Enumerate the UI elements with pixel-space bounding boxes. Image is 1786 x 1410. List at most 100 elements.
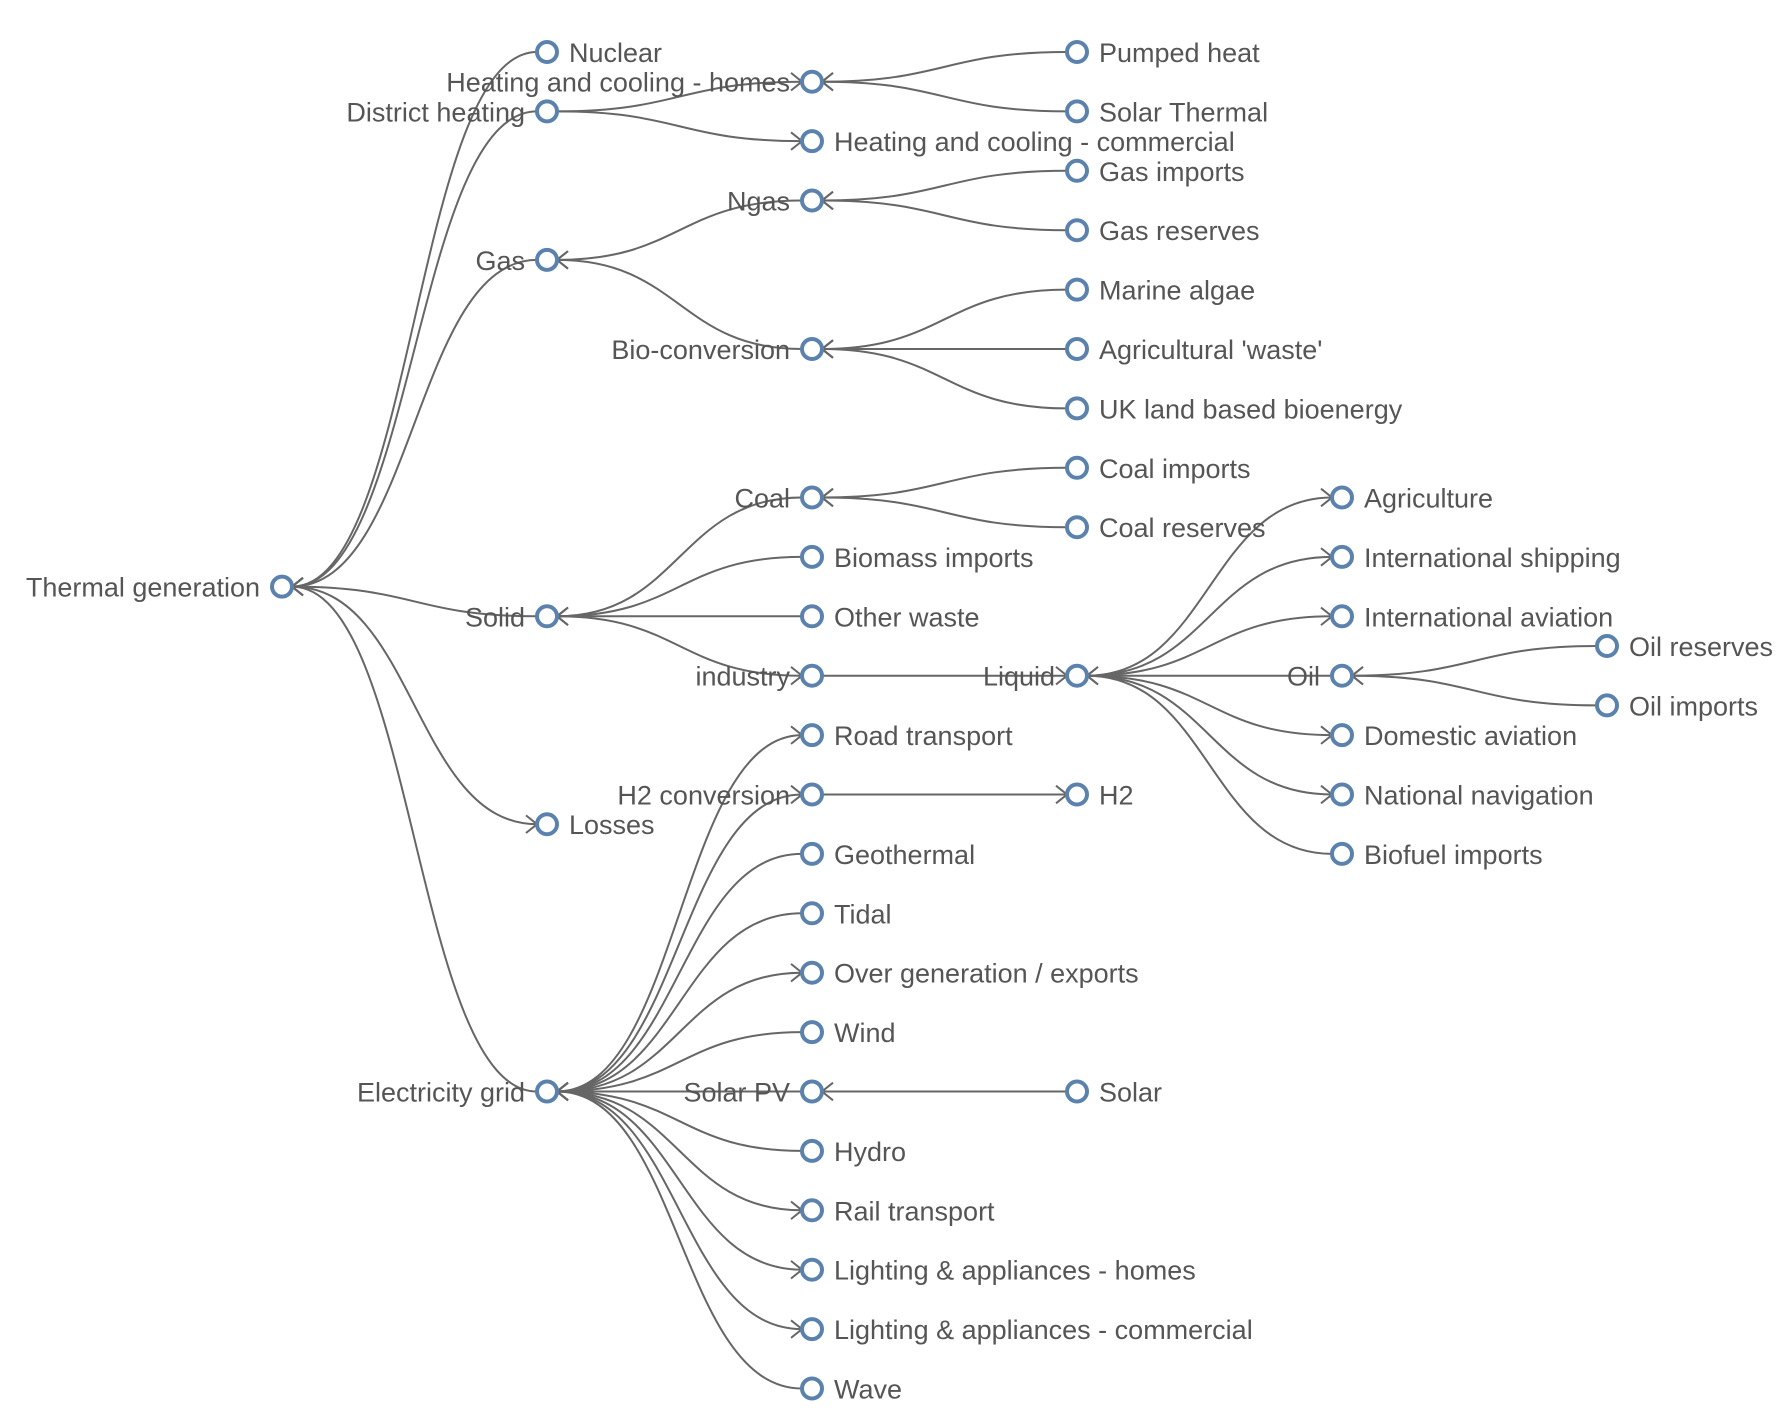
node-label: Heating and cooling - homes <box>446 68 790 98</box>
node-circle[interactable] <box>800 1020 824 1045</box>
node-pumped-heat[interactable]: Pumped heat <box>1065 38 1260 68</box>
node-h2-conversion[interactable]: H2 conversion <box>617 781 824 811</box>
node-biomass-imports[interactable]: Biomass imports <box>800 543 1034 573</box>
node-rail-transport[interactable]: Rail transport <box>800 1196 995 1226</box>
node-circle[interactable] <box>535 40 559 64</box>
node-circle[interactable] <box>1065 40 1089 64</box>
node-lighting-and-appliances-homes[interactable]: Lighting & appliances - homes <box>800 1256 1196 1286</box>
node-circle[interactable] <box>1330 723 1354 748</box>
node-gas-imports[interactable]: Gas imports <box>1065 157 1245 187</box>
node-circle[interactable] <box>1330 485 1354 510</box>
node-circle[interactable] <box>270 574 294 599</box>
node-hydro[interactable]: Hydro <box>800 1137 906 1167</box>
node-circle[interactable] <box>1065 396 1089 421</box>
node-road-transport[interactable]: Road transport <box>800 721 1013 751</box>
node-circle[interactable] <box>800 1257 824 1282</box>
node-nuclear[interactable]: Nuclear <box>535 38 662 68</box>
link-district-heating-to-heating-and-cooling-commercial <box>556 110 803 143</box>
node-circle[interactable] <box>800 782 824 807</box>
node-circle[interactable] <box>800 663 824 688</box>
node-solar-thermal[interactable]: Solar Thermal <box>1065 97 1268 127</box>
node-losses[interactable]: Losses <box>535 810 655 840</box>
node-circle[interactable] <box>800 544 824 569</box>
node-circle[interactable] <box>800 485 824 510</box>
node-agricultural-waste[interactable]: Agricultural 'waste' <box>1065 335 1322 365</box>
node-oil-reserves[interactable]: Oil reserves <box>1595 632 1773 662</box>
node-solid[interactable]: Solid <box>465 602 559 632</box>
node-circle[interactable] <box>535 1079 559 1104</box>
node-other-waste[interactable]: Other waste <box>800 602 980 632</box>
node-circle[interactable] <box>1065 337 1089 361</box>
node-heating-and-cooling-commercial[interactable]: Heating and cooling - commercial <box>800 127 1235 157</box>
node-gas[interactable]: Gas <box>475 246 559 276</box>
node-circle[interactable] <box>800 604 824 629</box>
node-circle[interactable] <box>800 1376 824 1401</box>
node-circle[interactable] <box>1330 544 1354 569</box>
node-h2[interactable]: H2 <box>1065 781 1134 811</box>
node-lighting-and-appliances-commercial[interactable]: Lighting & appliances - commercial <box>800 1315 1253 1345</box>
node-international-shipping[interactable]: International shipping <box>1330 543 1621 573</box>
node-circle[interactable] <box>1330 604 1354 629</box>
node-circle[interactable] <box>1065 782 1089 807</box>
node-wave[interactable]: Wave <box>800 1375 902 1405</box>
node-domestic-aviation[interactable]: Domestic aviation <box>1330 721 1577 751</box>
node-biofuel-imports[interactable]: Biofuel imports <box>1330 840 1543 870</box>
node-circle[interactable] <box>1065 218 1089 243</box>
node-circle[interactable] <box>1065 515 1089 540</box>
node-circle[interactable] <box>800 337 824 361</box>
node-circle[interactable] <box>1065 455 1089 480</box>
node-label: Oil imports <box>1629 691 1758 721</box>
node-label: Oil reserves <box>1629 632 1773 662</box>
node-circle[interactable] <box>800 1198 824 1223</box>
node-solar-pv[interactable]: Solar PV <box>683 1078 824 1108</box>
node-circle[interactable] <box>1065 277 1089 302</box>
node-agriculture[interactable]: Agriculture <box>1330 484 1493 514</box>
node-circle[interactable] <box>800 129 824 154</box>
node-circle[interactable] <box>1595 693 1619 718</box>
node-circle[interactable] <box>535 99 559 124</box>
node-tidal[interactable]: Tidal <box>800 899 892 929</box>
node-national-navigation[interactable]: National navigation <box>1330 781 1594 811</box>
node-uk-land-based-bioenergy[interactable]: UK land based bioenergy <box>1065 394 1403 424</box>
node-international-aviation[interactable]: International aviation <box>1330 602 1613 632</box>
node-geothermal[interactable]: Geothermal <box>800 840 975 870</box>
node-circle[interactable] <box>1595 634 1619 658</box>
node-circle[interactable] <box>1065 158 1089 183</box>
node-circle[interactable] <box>800 841 824 866</box>
node-electricity-grid[interactable]: Electricity grid <box>357 1078 559 1108</box>
node-circle[interactable] <box>535 812 559 837</box>
node-circle[interactable] <box>800 1138 824 1163</box>
node-circle[interactable] <box>535 604 559 629</box>
node-circle[interactable] <box>800 901 824 926</box>
node-circle[interactable] <box>800 960 824 985</box>
node-industry[interactable]: industry <box>695 662 824 692</box>
node-marine-algae[interactable]: Marine algae <box>1065 276 1255 306</box>
node-circle[interactable] <box>1065 1079 1089 1104</box>
node-over-generation-exports[interactable]: Over generation / exports <box>800 959 1139 989</box>
node-heating-and-cooling-homes[interactable]: Heating and cooling - homes <box>446 68 824 98</box>
node-thermal-generation[interactable]: Thermal generation <box>26 573 294 603</box>
node-coal[interactable]: Coal <box>734 484 824 514</box>
node-circle[interactable] <box>1330 663 1354 688</box>
node-coal-reserves[interactable]: Coal reserves <box>1065 513 1266 543</box>
node-circle[interactable] <box>800 1317 824 1342</box>
node-circle[interactable] <box>1330 841 1354 866</box>
node-oil-imports[interactable]: Oil imports <box>1595 691 1758 721</box>
node-coal-imports[interactable]: Coal imports <box>1065 454 1251 484</box>
node-circle[interactable] <box>1065 663 1089 688</box>
node-bio-conversion[interactable]: Bio-conversion <box>611 335 824 365</box>
node-ngas[interactable]: Ngas <box>727 187 824 217</box>
node-liquid[interactable]: Liquid <box>983 662 1089 692</box>
node-circle[interactable] <box>800 69 824 94</box>
node-circle[interactable] <box>535 247 559 272</box>
node-circle[interactable] <box>1065 99 1089 124</box>
node-solar[interactable]: Solar <box>1065 1078 1162 1108</box>
node-district-heating[interactable]: District heating <box>346 97 559 127</box>
node-gas-reserves[interactable]: Gas reserves <box>1065 216 1260 246</box>
node-circle[interactable] <box>800 1079 824 1104</box>
node-circle[interactable] <box>800 723 824 748</box>
node-circle[interactable] <box>1330 782 1354 807</box>
node-circle[interactable] <box>800 188 824 213</box>
node-oil[interactable]: Oil <box>1287 662 1354 692</box>
node-wind[interactable]: Wind <box>800 1018 896 1048</box>
